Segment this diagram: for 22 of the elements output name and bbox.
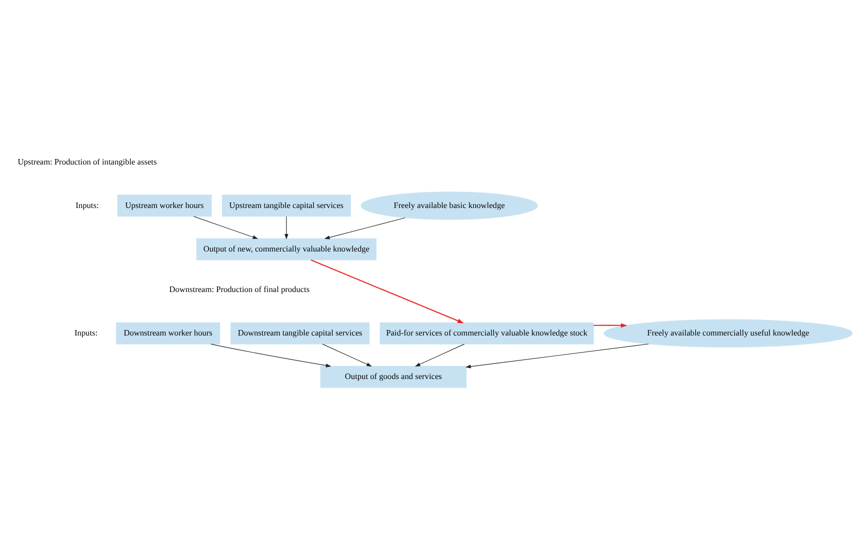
label: Inputs: xyxy=(76,200,99,210)
arrow xyxy=(322,344,372,367)
label: Inputs: xyxy=(74,328,98,338)
arrow xyxy=(284,216,288,240)
node-ellipse: Freely available basic knowledge xyxy=(360,192,538,220)
arrow xyxy=(465,344,649,368)
node-box: Output of goods and services xyxy=(320,366,467,388)
node-box: Paid-for services of commercially valuable knowledge stock xyxy=(380,322,594,344)
node-box: Downstream tangible capital services xyxy=(230,322,370,344)
arrow xyxy=(310,260,464,324)
node-box: Downstream worker hours xyxy=(116,322,220,344)
node-box: Output of new, commercially valuable knowledge xyxy=(196,238,376,260)
arrow xyxy=(594,323,628,328)
node-box: Upstream worker hours xyxy=(117,194,212,217)
arrow xyxy=(324,217,406,240)
arrow xyxy=(210,344,332,368)
node-ellipse: Freely available commercially useful knowledge xyxy=(604,319,853,348)
arrow xyxy=(414,344,465,367)
label: Upstream: Production of intangible assets xyxy=(18,157,157,166)
label: Downstream: Production of final products xyxy=(169,284,310,294)
arrow xyxy=(193,216,258,239)
node-box: Upstream tangible capital services xyxy=(222,194,351,217)
